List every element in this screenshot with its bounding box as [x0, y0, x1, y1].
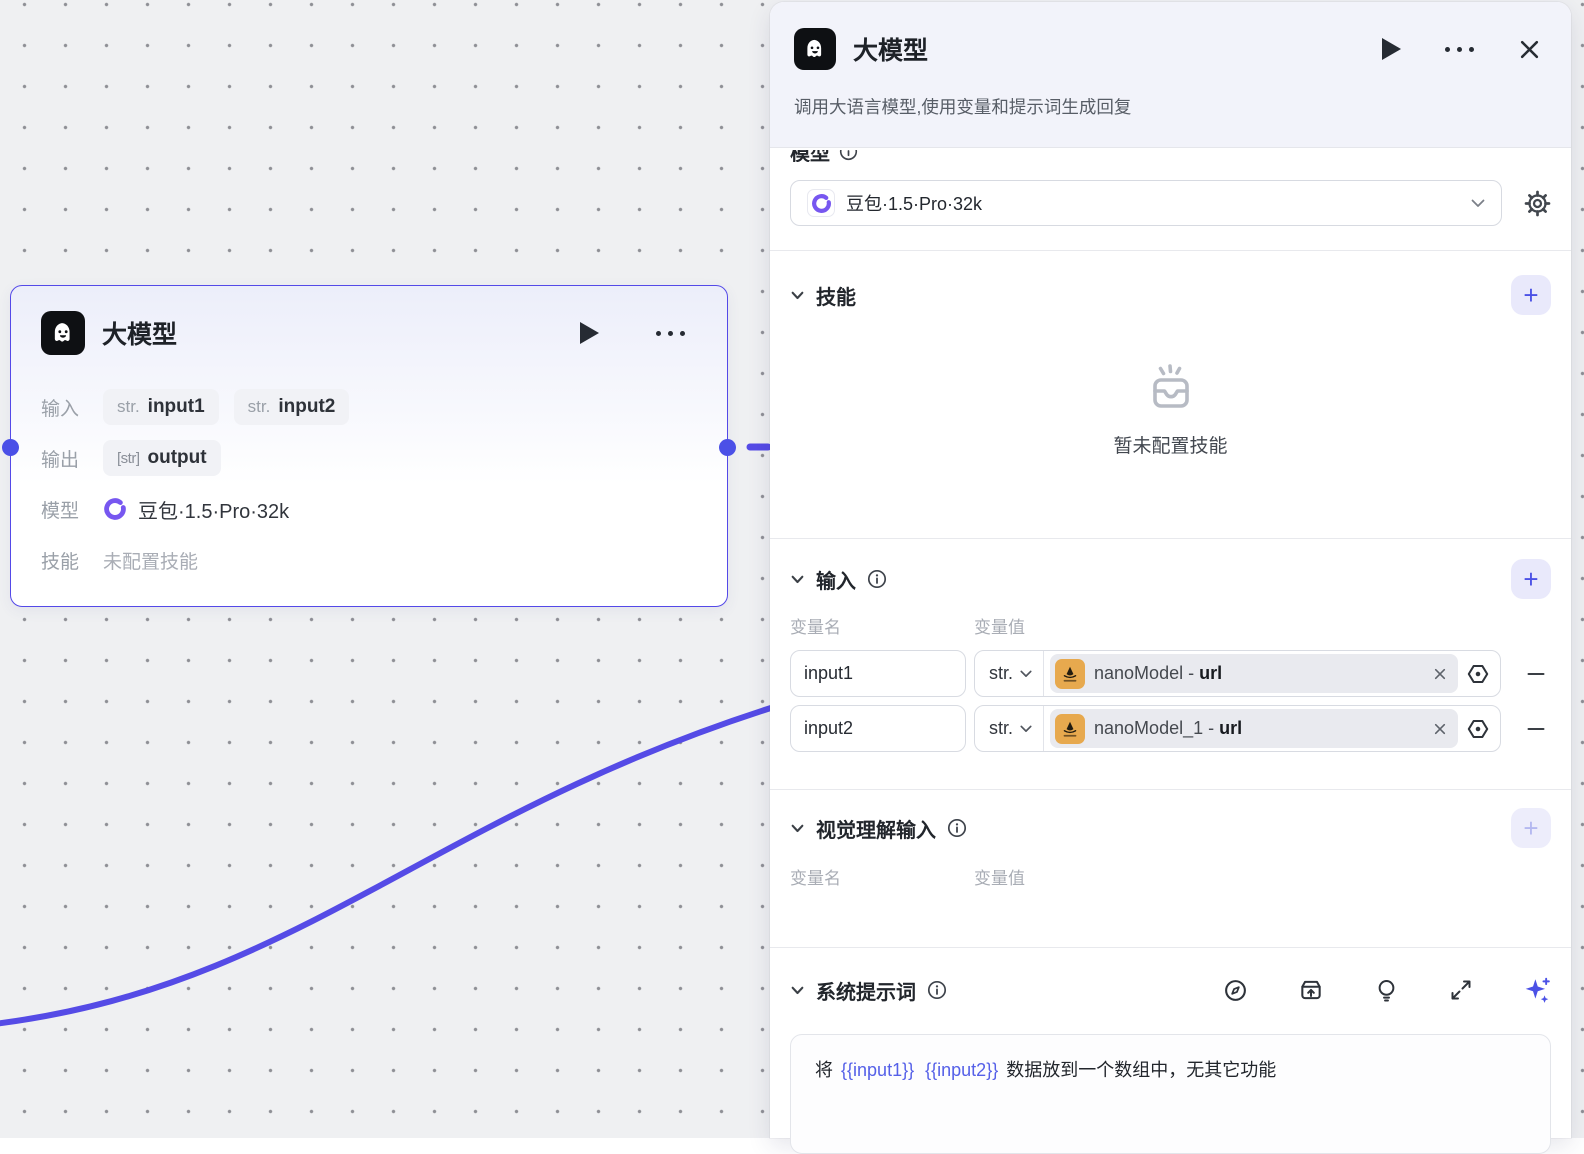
model-settings-gear-button[interactable]: [1524, 190, 1551, 217]
panel-more-button[interactable]: [1445, 47, 1474, 52]
node-input-row: 输入 str. input1 str. input2: [41, 389, 697, 425]
info-icon: [927, 980, 947, 1000]
input-tag: str. input2: [234, 389, 350, 425]
column-header-value: 变量值: [974, 613, 1025, 638]
input-row: input1 str. nanoMo: [790, 650, 1551, 697]
vision-section-title: 视觉理解输入: [816, 814, 936, 843]
node-input-label: 输入: [41, 394, 103, 421]
remove-reference-icon[interactable]: [1434, 668, 1446, 680]
section-divider: [770, 947, 1571, 948]
reference-node-icon[interactable]: [1465, 661, 1491, 687]
variable-type-dropdown[interactable]: str.: [975, 651, 1044, 696]
node-model-value: 豆包·1.5·Pro·32k: [138, 495, 289, 524]
node-output-row: 输出 [str] output: [41, 440, 697, 476]
chevron-down-icon: [1020, 670, 1032, 678]
input-section-title: 输入: [816, 565, 856, 594]
model-section-label: 模型: [790, 150, 830, 162]
doubao-model-icon: [807, 189, 835, 217]
info-icon: [839, 150, 858, 161]
empty-skill-icon: [1143, 361, 1199, 417]
info-icon: [947, 818, 967, 838]
llm-node-card[interactable]: 大模型 输入 str. input1 str. input2 输出 [str]: [10, 285, 728, 607]
collapse-chevron-icon[interactable]: [790, 821, 805, 836]
skill-empty-state: 暂未配置技能: [790, 315, 1551, 538]
remove-row-button[interactable]: [1521, 719, 1551, 739]
add-skill-button[interactable]: +: [1511, 275, 1551, 315]
system-prompt-editor[interactable]: 将 {{input1}} {{input2}} 数据放到一个数组中，无其它功能: [790, 1034, 1551, 1154]
close-panel-button[interactable]: [1518, 38, 1541, 61]
input-section: 输入 + 变量名 变量值 input1 str.: [770, 559, 1571, 789]
node-title: 大模型: [102, 315, 563, 351]
node-model-label: 模型: [41, 496, 103, 523]
reference-tag[interactable]: nanoModel_1 - url: [1050, 709, 1458, 748]
prompt-library-icon[interactable]: [1298, 977, 1324, 1003]
expand-icon[interactable]: [1449, 978, 1473, 1002]
prompt-variable: {{input1}}: [841, 1060, 914, 1080]
bot-logo-icon: [41, 311, 85, 355]
input-tag: str. input1: [103, 389, 219, 425]
chevron-down-icon: [1471, 199, 1485, 208]
section-divider: [770, 789, 1571, 790]
system-prompt-section: 系统提示词: [770, 970, 1571, 1154]
variable-value-field: str. nanoModel_1 - url: [974, 705, 1501, 752]
node-skill-label: 技能: [41, 547, 103, 574]
reference-tag[interactable]: nanoModel - url: [1050, 654, 1458, 693]
output-tag: [str] output: [103, 440, 221, 476]
bot-logo-icon: [794, 28, 836, 70]
remove-row-button[interactable]: [1521, 664, 1551, 684]
variable-name-input[interactable]: input1: [790, 650, 966, 697]
node-config-panel: 大模型 调用大语言模型,使用变量和提示词生成回复 模型: [770, 2, 1571, 1138]
variable-name-input[interactable]: input2: [790, 705, 966, 752]
reference-node-icon[interactable]: [1465, 716, 1491, 742]
column-header-name: 变量名: [790, 613, 966, 638]
column-header-name: 变量名: [790, 864, 966, 889]
add-input-button[interactable]: +: [1511, 559, 1551, 599]
vision-input-section: 视觉理解输入 + 变量名 变量值: [770, 808, 1571, 947]
section-divider: [770, 250, 1571, 251]
prompt-text: 数据放到一个数组中，无其它功能: [1006, 1060, 1276, 1080]
variable-value-field: str. nanoModel - url: [974, 650, 1501, 697]
variable-type-dropdown[interactable]: str.: [975, 706, 1044, 751]
run-node-button[interactable]: [580, 322, 599, 344]
column-header-value: 变量值: [974, 864, 1025, 889]
node-skill-row: 技能 未配置技能: [41, 542, 697, 578]
model-select[interactable]: 豆包·1.5·Pro·32k: [790, 180, 1502, 226]
run-node-button[interactable]: [1382, 38, 1401, 60]
reference-app-icon: [1055, 659, 1085, 689]
skill-section-title: 技能: [816, 281, 856, 310]
lightbulb-icon[interactable]: [1374, 978, 1399, 1003]
skill-section: 技能 + 暂未配置技能: [770, 275, 1571, 538]
input-port[interactable]: [2, 439, 19, 456]
input-row: input2 str. nanoMo: [790, 705, 1551, 752]
reference-label: nanoModel - url: [1094, 663, 1425, 684]
output-port[interactable]: [719, 439, 736, 456]
node-model-row: 模型 豆包·1.5·Pro·32k: [41, 491, 697, 527]
reference-label: nanoModel_1 - url: [1094, 718, 1425, 739]
reference-app-icon: [1055, 714, 1085, 744]
info-icon: [867, 569, 887, 589]
model-section: 模型 豆包·1.5·Pro·32k: [770, 150, 1571, 250]
node-more-button[interactable]: [656, 331, 685, 336]
doubao-model-icon: [103, 497, 127, 521]
ai-optimize-icon[interactable]: [1523, 976, 1551, 1004]
node-output-label: 输出: [41, 445, 103, 472]
panel-header: 大模型 调用大语言模型,使用变量和提示词生成回复: [770, 2, 1571, 148]
chevron-down-icon: [1020, 725, 1032, 733]
connection-edge: [0, 702, 790, 1024]
collapse-chevron-icon[interactable]: [790, 572, 805, 587]
add-vision-input-button: +: [1511, 808, 1551, 848]
collapse-chevron-icon[interactable]: [790, 983, 805, 998]
panel-title: 大模型: [853, 31, 1365, 67]
section-divider: [770, 538, 1571, 539]
prompt-text: 将: [815, 1060, 833, 1080]
remove-reference-icon[interactable]: [1434, 723, 1446, 735]
panel-subtitle: 调用大语言模型,使用变量和提示词生成回复: [794, 94, 1541, 119]
prompt-section-title: 系统提示词: [816, 976, 916, 1005]
collapse-chevron-icon[interactable]: [790, 288, 805, 303]
compass-icon[interactable]: [1223, 978, 1248, 1003]
model-select-value: 豆包·1.5·Pro·32k: [846, 190, 1460, 216]
node-skill-value: 未配置技能: [103, 547, 198, 574]
prompt-variable: {{input2}}: [925, 1060, 998, 1080]
skill-empty-text: 暂未配置技能: [790, 431, 1551, 458]
